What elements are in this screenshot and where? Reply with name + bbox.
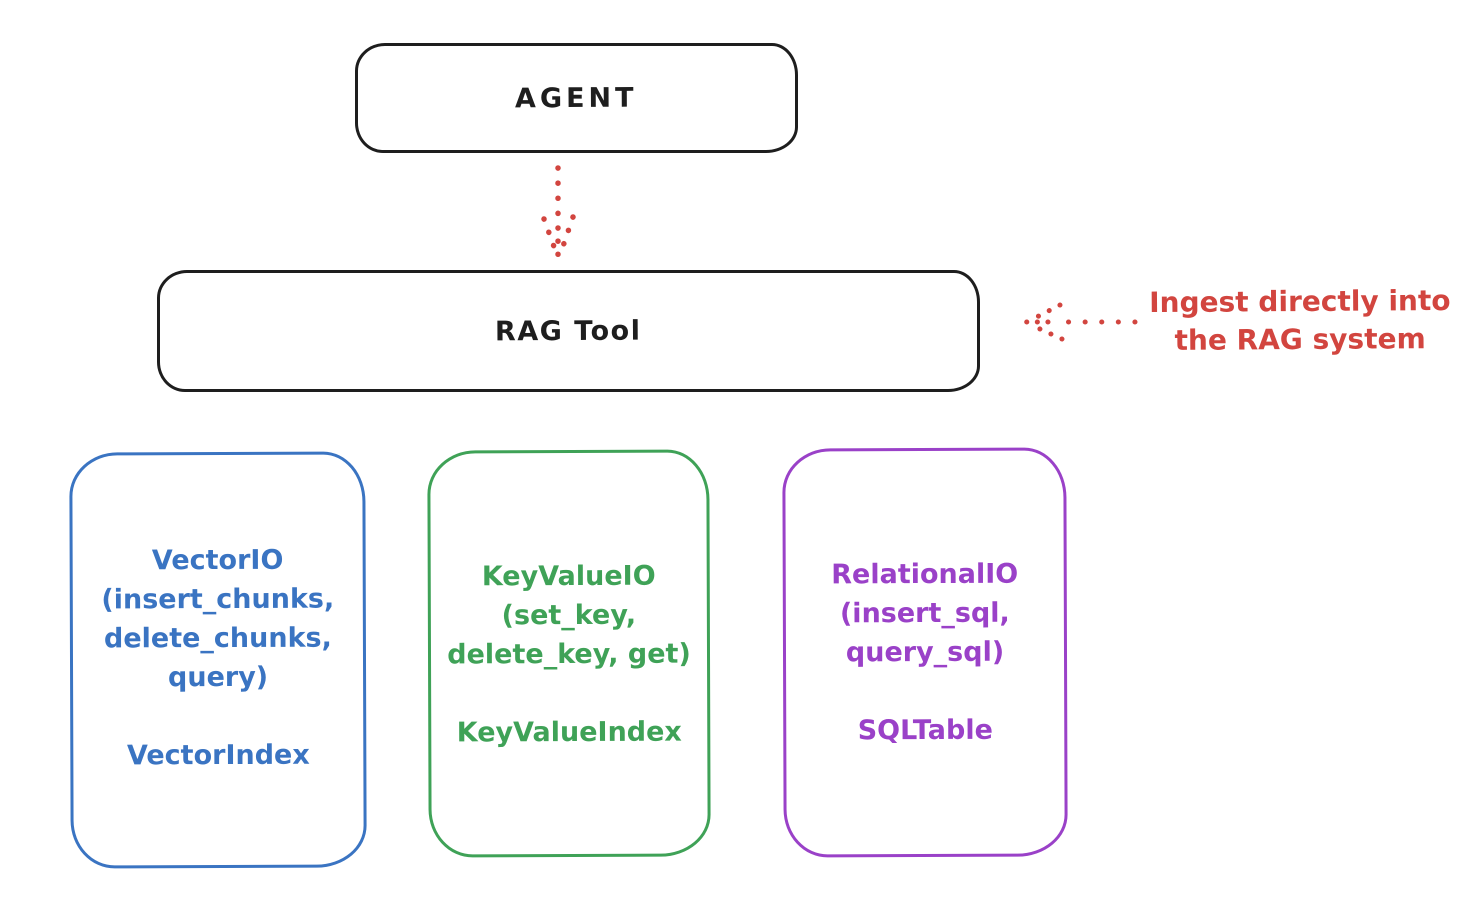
relational-io-node: RelationalIO (insert_sql, query_sql) SQL… [782, 447, 1068, 858]
keyvalue-io-node: KeyValueIO (set_key, delete_key, get) Ke… [427, 449, 711, 858]
relational-io-method-line: (insert_sql, [839, 597, 1010, 630]
keyvalue-io-title: KeyValueIO [481, 560, 656, 593]
vector-io-method-line: (insert_chunks, [101, 583, 335, 616]
vector-io-node: VectorIO (insert_chunks, delete_chunks, … [69, 451, 367, 869]
vector-io-method-line: query) [167, 661, 269, 694]
vector-io-title: VectorIO [151, 544, 284, 577]
vector-io-method-line: delete_chunks, [103, 622, 332, 655]
keyvalue-io-method-line: (set_key, [501, 599, 637, 632]
keyvalue-io-method-line: delete_key, get) [447, 638, 691, 671]
sqltable-label: SQLTable [857, 714, 993, 747]
agent-label: AGENT [515, 82, 638, 114]
ingest-annotation-line-2: the RAG system [1174, 322, 1426, 357]
relational-io-method-line: query_sql) [845, 636, 1005, 669]
ingest-annotation-line-1: Ingest directly into [1149, 283, 1451, 320]
keyvalue-index-label: KeyValueIndex [456, 716, 682, 749]
rag-tool-label: RAG Tool [495, 315, 642, 347]
ingest-annotation: Ingest directly into the RAG system [1125, 282, 1476, 360]
relational-io-title: RelationalIO [831, 558, 1019, 591]
rag-tool-node: RAG Tool [157, 270, 980, 392]
vector-index-label: VectorIndex [126, 739, 310, 772]
agent-node: AGENT [355, 43, 798, 153]
